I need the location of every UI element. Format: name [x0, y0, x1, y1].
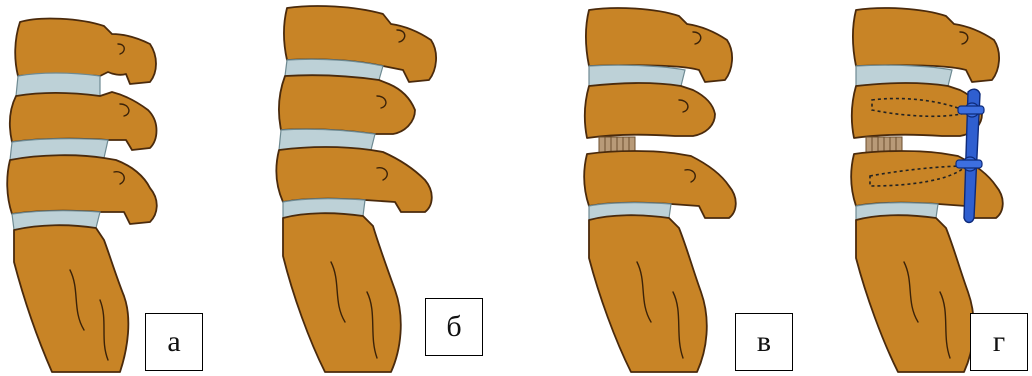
panel-v: в — [575, 0, 795, 376]
sacrum — [14, 225, 128, 372]
sacrum — [856, 215, 974, 372]
panel-label-b: б — [425, 298, 483, 356]
sacrum — [589, 215, 707, 372]
panel-label-v: в — [735, 313, 793, 371]
sacrum — [283, 213, 401, 372]
panel-g: г — [842, 0, 1032, 376]
vertebra-slipped — [279, 75, 415, 134]
panel-label-g: г — [970, 313, 1028, 371]
vertebra-middle — [585, 83, 715, 138]
panel-a: а — [0, 0, 230, 376]
panel-label-a: а — [145, 313, 203, 371]
panel-b: б — [265, 0, 495, 376]
